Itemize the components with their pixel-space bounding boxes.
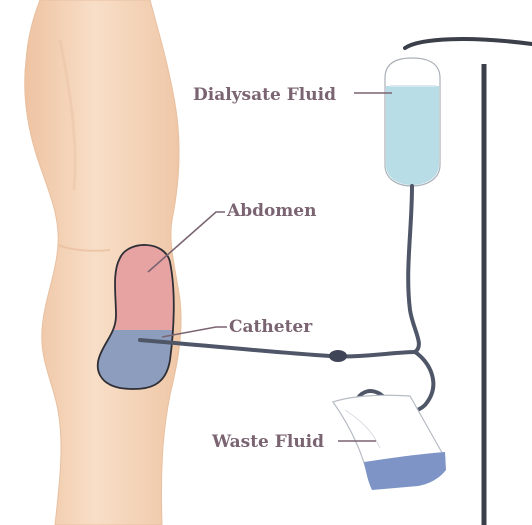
label-dialysate-text: Dialysate Fluid: [193, 85, 336, 105]
inflow-tube: [408, 186, 419, 352]
label-waste: Waste Fluid: [211, 432, 376, 452]
tube-connector: [329, 350, 347, 362]
dialysate-fluid: [386, 86, 439, 185]
label-dialysate: Dialysate Fluid: [193, 85, 392, 105]
label-catheter-text: Catheter: [229, 317, 313, 337]
dialysate-bag: [385, 58, 440, 186]
label-catheter: Catheter: [162, 317, 313, 337]
label-abdomen-text: Abdomen: [226, 201, 316, 221]
waste-bag: [333, 395, 446, 490]
label-waste-text: Waste Fluid: [211, 432, 324, 452]
catheter-tube: [140, 340, 415, 356]
